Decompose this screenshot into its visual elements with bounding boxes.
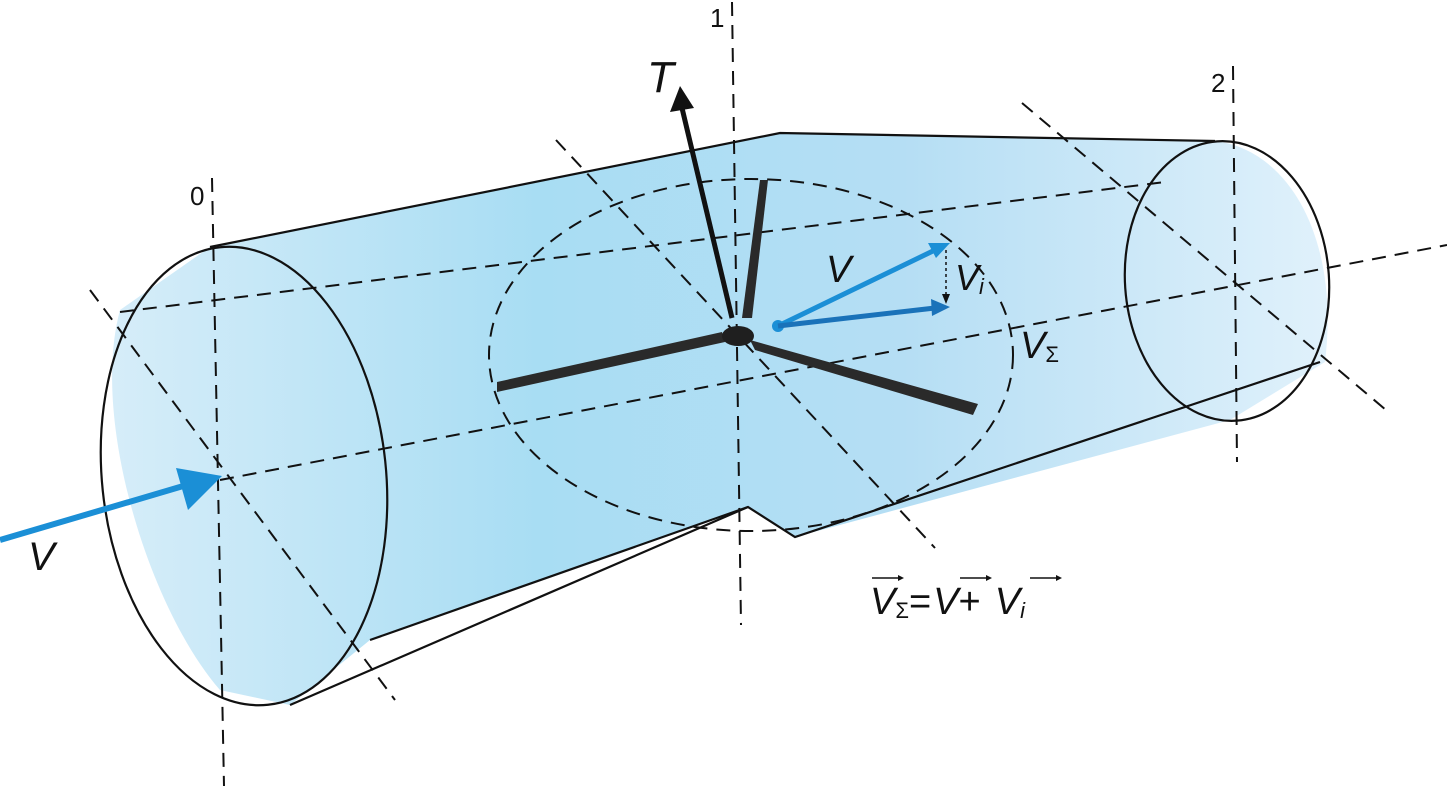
tube-inner-bottom-edge bbox=[369, 505, 749, 642]
plane-1-line bbox=[731, 1, 742, 626]
rotor-velocity-arrow-head bbox=[928, 243, 950, 258]
rotor-disk bbox=[488, 178, 1014, 532]
plane-2-line bbox=[1232, 65, 1238, 463]
eq-vector-head-1 bbox=[898, 575, 904, 581]
tube-bottom-edge bbox=[289, 360, 1321, 707]
svg-text:VΣ=V+Vi: VΣ=V+Vi bbox=[870, 581, 1026, 623]
induced-velocity-label: Vi bbox=[955, 257, 985, 299]
freestream-velocity-label: V bbox=[28, 535, 58, 579]
tube-top-edge bbox=[209, 131, 1216, 249]
rotor-velocity-label: V bbox=[826, 249, 855, 291]
tube-hidden-top-edge bbox=[119, 181, 1166, 313]
thrust-label: T bbox=[647, 53, 677, 102]
freestream-velocity-arrow bbox=[0, 481, 191, 543]
diagonal-0 bbox=[89, 289, 396, 701]
rotor-blade-right bbox=[750, 340, 978, 415]
resultant-velocity-arrow-head bbox=[931, 299, 950, 316]
plane-0-label: 0 bbox=[190, 181, 204, 211]
rotor-hub bbox=[722, 326, 754, 346]
eq-vector-head-3 bbox=[1056, 575, 1062, 581]
plane-0-line bbox=[211, 177, 225, 786]
induced-velocity-arrow-head bbox=[942, 294, 950, 304]
thrust-arrow-head bbox=[670, 86, 694, 112]
diagonal-2 bbox=[1021, 102, 1387, 411]
eq-vector-head-2 bbox=[986, 575, 992, 581]
thrust-arrow bbox=[679, 107, 735, 319]
rotor-velocity-arrow bbox=[776, 247, 937, 329]
resultant-velocity-label: VΣ bbox=[1020, 325, 1059, 367]
rotor-blade-up bbox=[742, 180, 768, 318]
stream-axis bbox=[219, 244, 1447, 481]
rotor-blade-left bbox=[497, 332, 725, 392]
freestream-velocity-arrow-head bbox=[176, 468, 222, 510]
stream-tube-body bbox=[112, 133, 1328, 705]
inlet-disk bbox=[99, 245, 389, 707]
velocity-equation: VΣ=V+Vi bbox=[870, 575, 1062, 623]
plane-1-label: 1 bbox=[710, 3, 724, 33]
resultant-velocity-arrow bbox=[777, 305, 936, 329]
plane-2-label: 2 bbox=[1211, 68, 1225, 98]
